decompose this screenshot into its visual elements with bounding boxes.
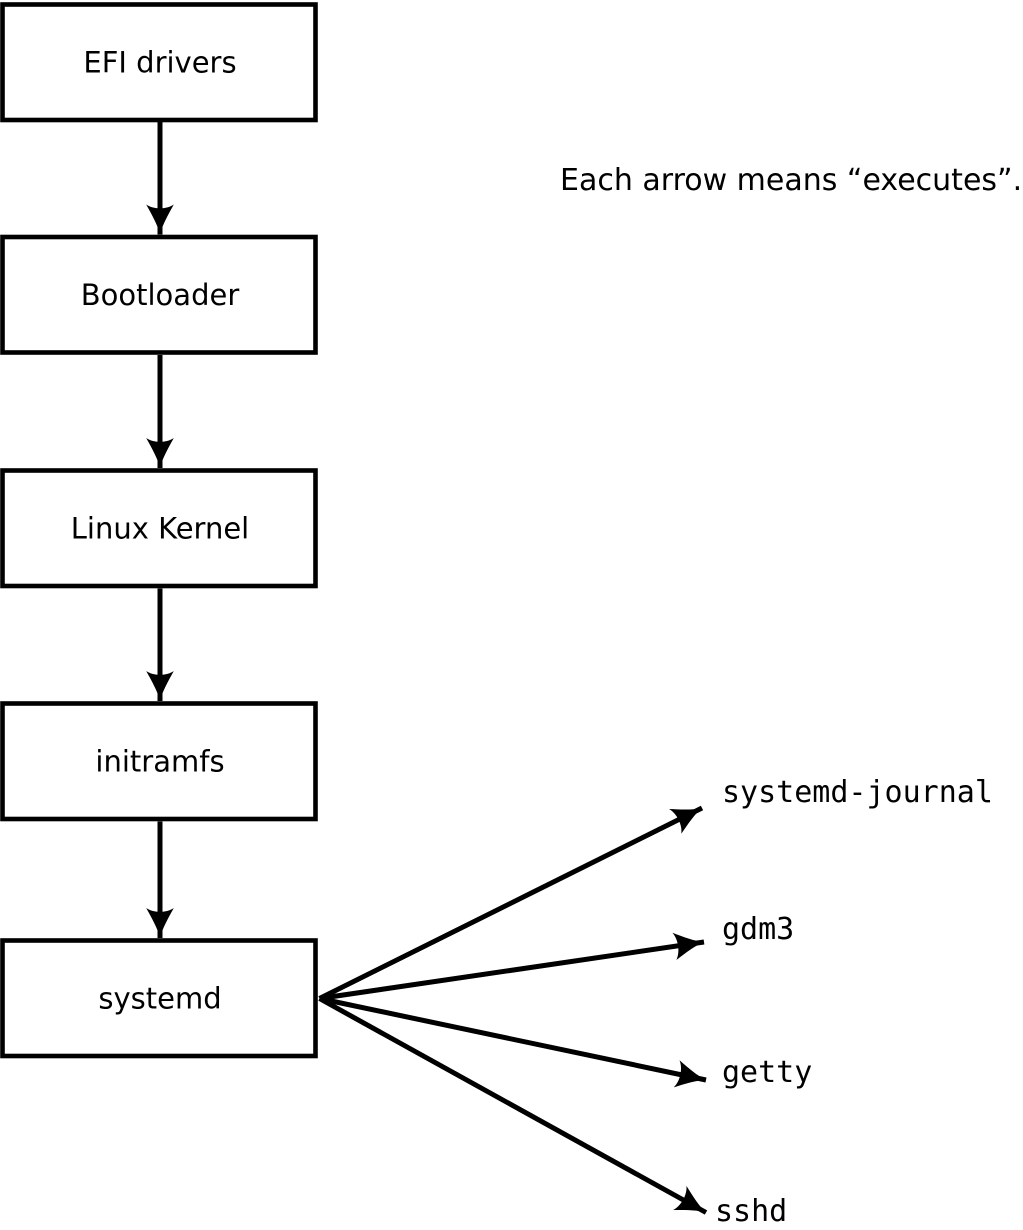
label-sshd: sshd [715,1194,787,1229]
label-systemd-journal: systemd-journal [722,775,993,810]
box-bootloader-label: Bootloader [81,278,240,312]
arrow-systemd-to-getty [318,996,707,1088]
box-efi-drivers-rect [0,2,318,123]
arrow-systemd-to-systemd-journal [318,805,704,1001]
box-efi-drivers-label: EFI drivers [83,46,236,80]
box-efi-drivers: EFI drivers [0,2,318,123]
arrow-systemd-to-sshd [318,996,708,1215]
label-getty: getty [722,1055,812,1090]
box-systemd-label: systemd [98,982,221,1016]
label-gdm3: gdm3 [722,912,794,947]
box-bootloader: Bootloader [0,234,318,355]
box-linux-kernel: Linux Kernel [0,468,318,589]
box-initramfs-label: initramfs [95,745,224,779]
box-systemd-rect [0,938,318,1059]
box-bootloader-rect [0,234,318,355]
box-systemd: systemd [0,938,318,1059]
box-initramfs-rect [0,701,318,822]
note-arrow-meaning: Each arrow means “executes”. [560,163,1022,198]
box-linux-kernel-label: Linux Kernel [71,512,249,546]
box-linux-kernel-rect [0,468,318,589]
box-initramfs: initramfs [0,701,318,822]
arrow-systemd-to-gdm3 [319,932,705,1001]
